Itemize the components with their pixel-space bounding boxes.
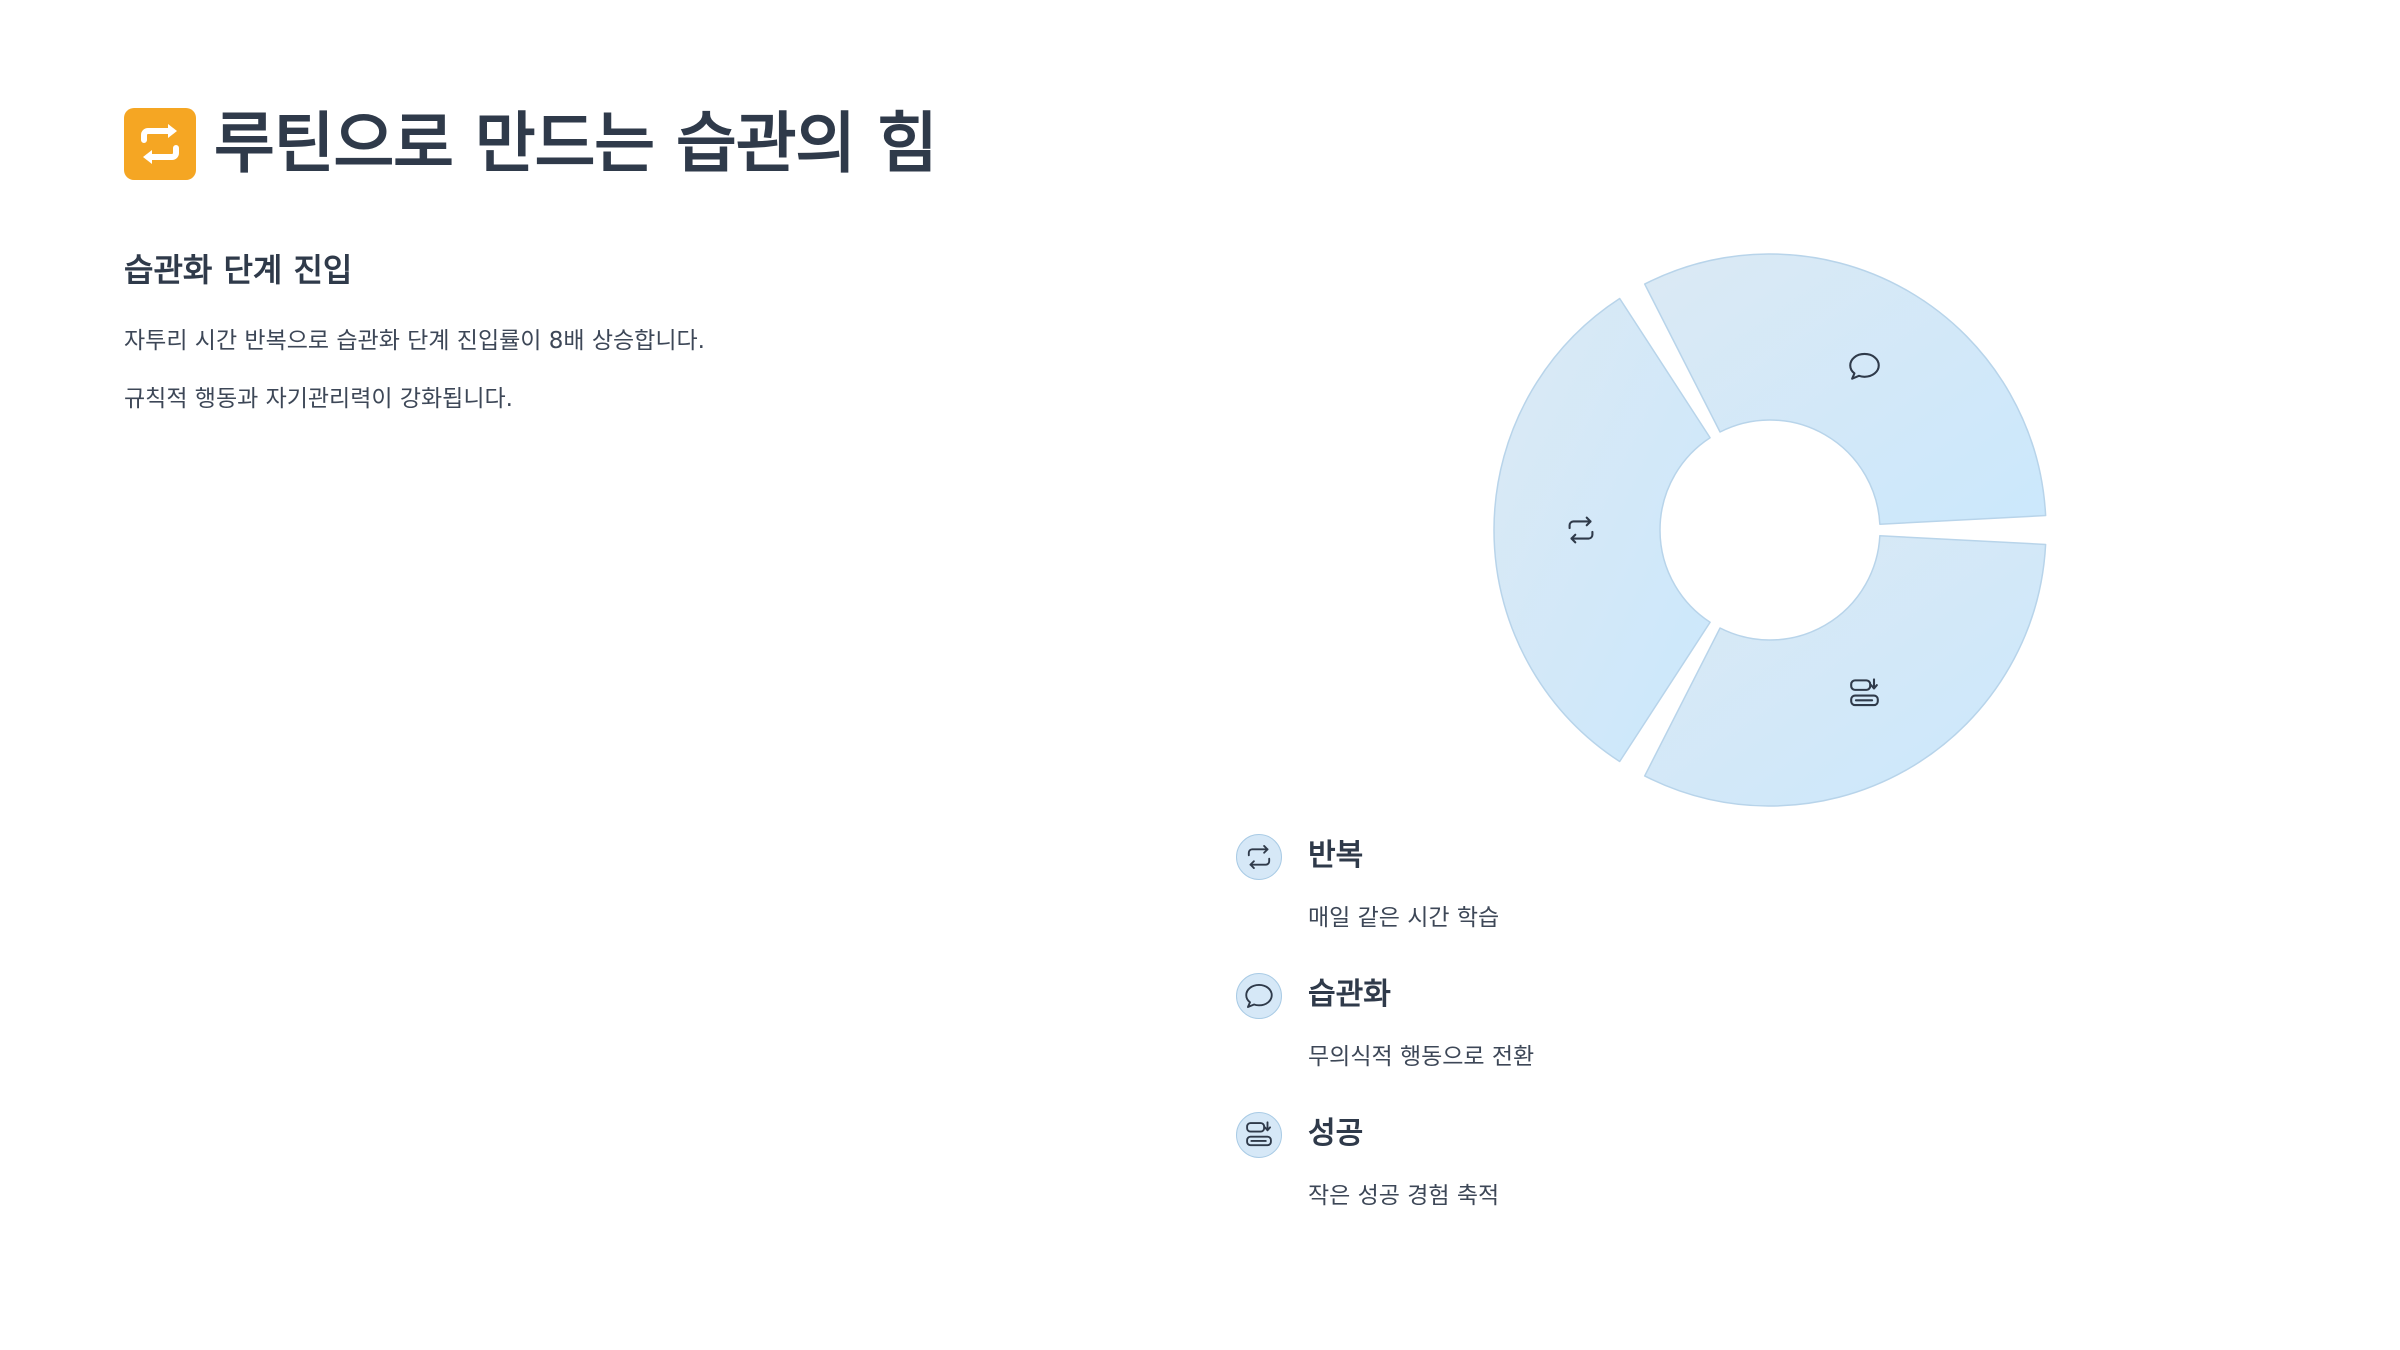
repeat-icon	[124, 108, 196, 180]
paragraph-2: 규칙적 행동과 자기관리력이 강화됩니다.	[124, 386, 513, 412]
speech-bubble-icon	[1236, 973, 1282, 1019]
segment-habit	[1643, 253, 2047, 525]
legend-item-repeat: 반복 매일 같은 시간 학습	[1236, 834, 1936, 973]
legend-desc: 무의식적 행동으로 전환	[1308, 1044, 1535, 1070]
legend-item-success: 성공 작은 성공 경험 축적	[1236, 1112, 1936, 1251]
section-heading: 습관화 단계 진입	[124, 251, 353, 289]
page-title-text: 루틴으로 만드는 습관의 힘	[214, 105, 938, 182]
legend-title: 습관화	[1308, 977, 1391, 1012]
segment-success	[1643, 535, 2047, 807]
legend-desc: 매일 같은 시간 학습	[1308, 905, 1500, 931]
segment-repeat	[1493, 297, 1711, 763]
cycle-diagram	[1480, 240, 2060, 820]
paragraph-1: 자투리 시간 반복으로 습관화 단계 진입률이 8배 상승합니다.	[124, 328, 705, 354]
repeat-icon	[1236, 834, 1282, 880]
intro-section: 습관화 단계 진입 자투리 시간 반복으로 습관화 단계 진입률이 8배 상승합…	[124, 248, 1024, 428]
legend-item-habit: 습관화 무의식적 행동으로 전환	[1236, 973, 1936, 1112]
legend-title: 반복	[1308, 838, 1364, 873]
legend-title: 성공	[1308, 1116, 1364, 1151]
toggle-stack-icon	[1236, 1112, 1282, 1158]
page-title: 루틴으로 만드는 습관의 힘	[124, 105, 938, 182]
legend-desc: 작은 성공 경험 축적	[1308, 1183, 1500, 1209]
legend: 반복 매일 같은 시간 학습 습관화 무의식적 행동으로 전환 성공 작은 성공…	[1236, 834, 1936, 1251]
